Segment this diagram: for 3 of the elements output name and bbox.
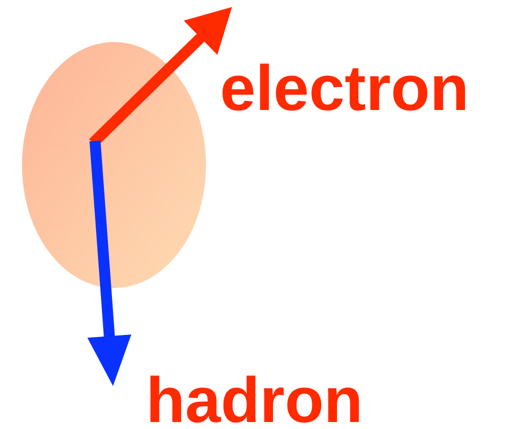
particle-label: hadron — [146, 368, 363, 429]
particle-label: electron — [220, 56, 469, 120]
ellipse — [22, 42, 206, 288]
